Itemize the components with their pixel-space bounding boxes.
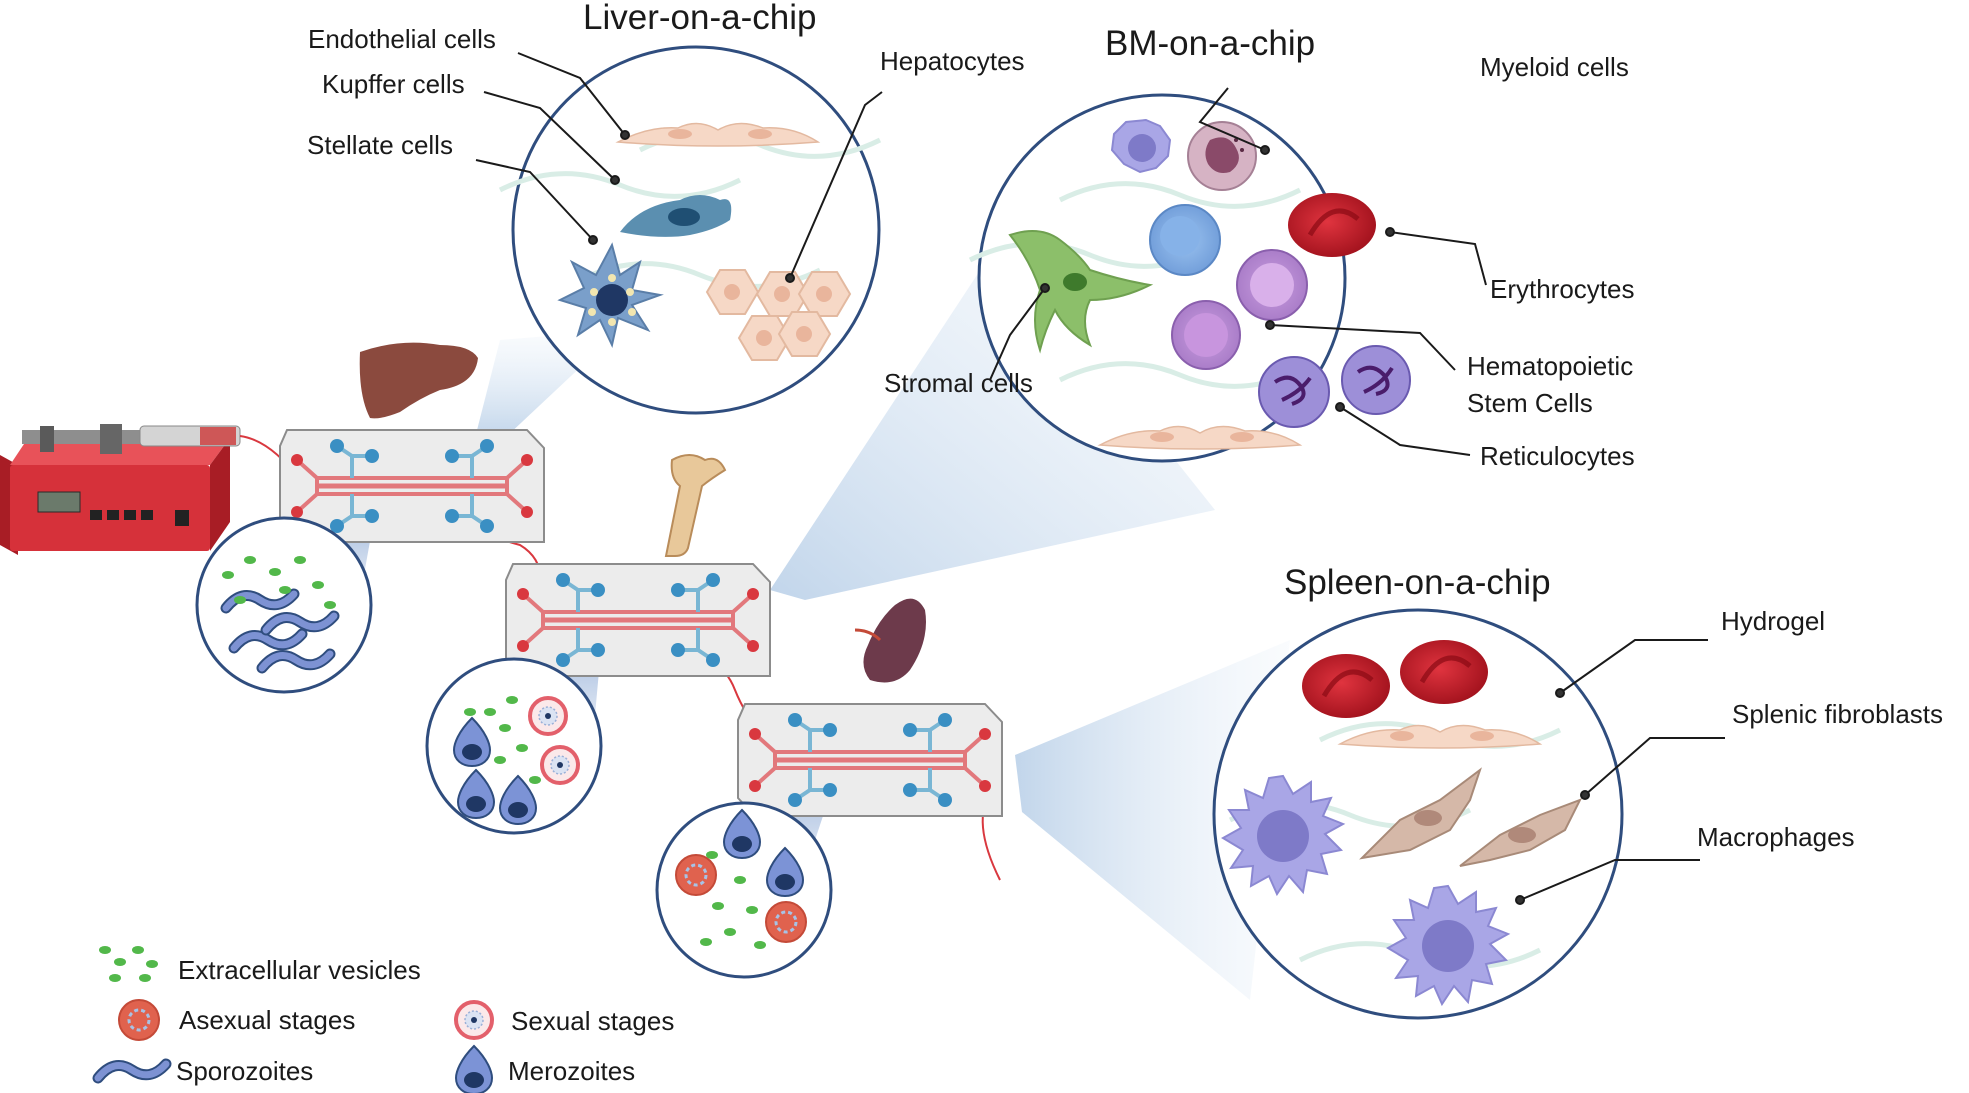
label-hydrogel: Hydrogel xyxy=(1721,606,1825,636)
label-splenic-fibroblasts: Splenic fibroblasts xyxy=(1732,699,1943,729)
stellate-cell xyxy=(557,242,664,349)
liver-title: Liver-on-a-chip xyxy=(583,0,816,37)
stromal-cell xyxy=(1008,230,1154,354)
reticulocyte xyxy=(1258,356,1330,428)
erythrocyte xyxy=(1400,640,1488,704)
legend-sexual-label: Sexual stages xyxy=(511,1006,674,1036)
chip3-inset xyxy=(655,801,833,979)
syringe-pump xyxy=(0,424,301,555)
myeloid-cell-purple xyxy=(1110,118,1172,174)
spleen-title: Spleen-on-a-chip xyxy=(1284,563,1551,602)
legend-asexual-label: Asexual stages xyxy=(179,1005,355,1035)
chip1-inset xyxy=(195,516,373,694)
legend-sporozoite-icon xyxy=(98,1064,166,1078)
spleen-zoom-panel xyxy=(1212,608,1624,1020)
chip2-inset xyxy=(425,657,603,835)
legend-merozoites-label: Merozoites xyxy=(508,1056,635,1086)
label-reticulocytes: Reticulocytes xyxy=(1480,441,1635,471)
hepatocyte-cluster xyxy=(705,269,852,361)
liver-zoom-panel xyxy=(500,45,880,415)
hsc-cell xyxy=(1236,249,1308,321)
erythrocyte xyxy=(1302,654,1390,718)
splenic-fibroblast xyxy=(1459,798,1583,867)
bm-chip xyxy=(506,564,770,676)
lymphoid-cell xyxy=(1149,204,1221,276)
label-macrophages: Macrophages xyxy=(1697,822,1855,852)
legend-asexual-icon xyxy=(117,998,161,1042)
reticulocyte xyxy=(1341,345,1411,415)
legend-sexual-icon xyxy=(454,1000,494,1040)
leader-lines xyxy=(475,52,1725,905)
label-hsc-line1: Hematopoietic xyxy=(1467,351,1633,381)
kupffer-cell xyxy=(620,195,732,237)
label-erythrocytes: Erythrocytes xyxy=(1490,274,1635,304)
bm-title: BM-on-a-chip xyxy=(1105,24,1315,63)
label-stellate-cells: Stellate cells xyxy=(307,130,453,160)
label-hepatocytes: Hepatocytes xyxy=(880,46,1025,76)
spleen-organ-icon xyxy=(863,598,926,683)
spleen-zoom-beam xyxy=(1015,640,1290,1000)
spleen-chip xyxy=(738,704,1002,816)
legend-merozoite-icon xyxy=(455,1045,493,1093)
legend-ev-label: Extracellular vesicles xyxy=(178,955,421,985)
label-stromal-cells: Stromal cells xyxy=(884,368,1033,398)
label-kupffer-cells: Kupffer cells xyxy=(322,69,465,99)
bm-zoom-beam xyxy=(770,240,1215,600)
hsc-cell xyxy=(1171,300,1241,370)
liver-organ-icon xyxy=(359,342,478,419)
bone-organ-icon xyxy=(664,454,727,557)
erythrocyte xyxy=(1288,193,1376,257)
label-endothelial-cells: Endothelial cells xyxy=(308,24,496,54)
splenic-fibroblast xyxy=(1359,767,1482,860)
label-myeloid-cells: Myeloid cells xyxy=(1480,52,1629,82)
legend: Extracellular vesicles Asexual stages Se… xyxy=(98,946,674,1093)
legend-ev-icon xyxy=(99,946,158,982)
label-hsc-line2: Stem Cells xyxy=(1467,388,1593,418)
legend-sporozoites-label: Sporozoites xyxy=(176,1056,313,1086)
